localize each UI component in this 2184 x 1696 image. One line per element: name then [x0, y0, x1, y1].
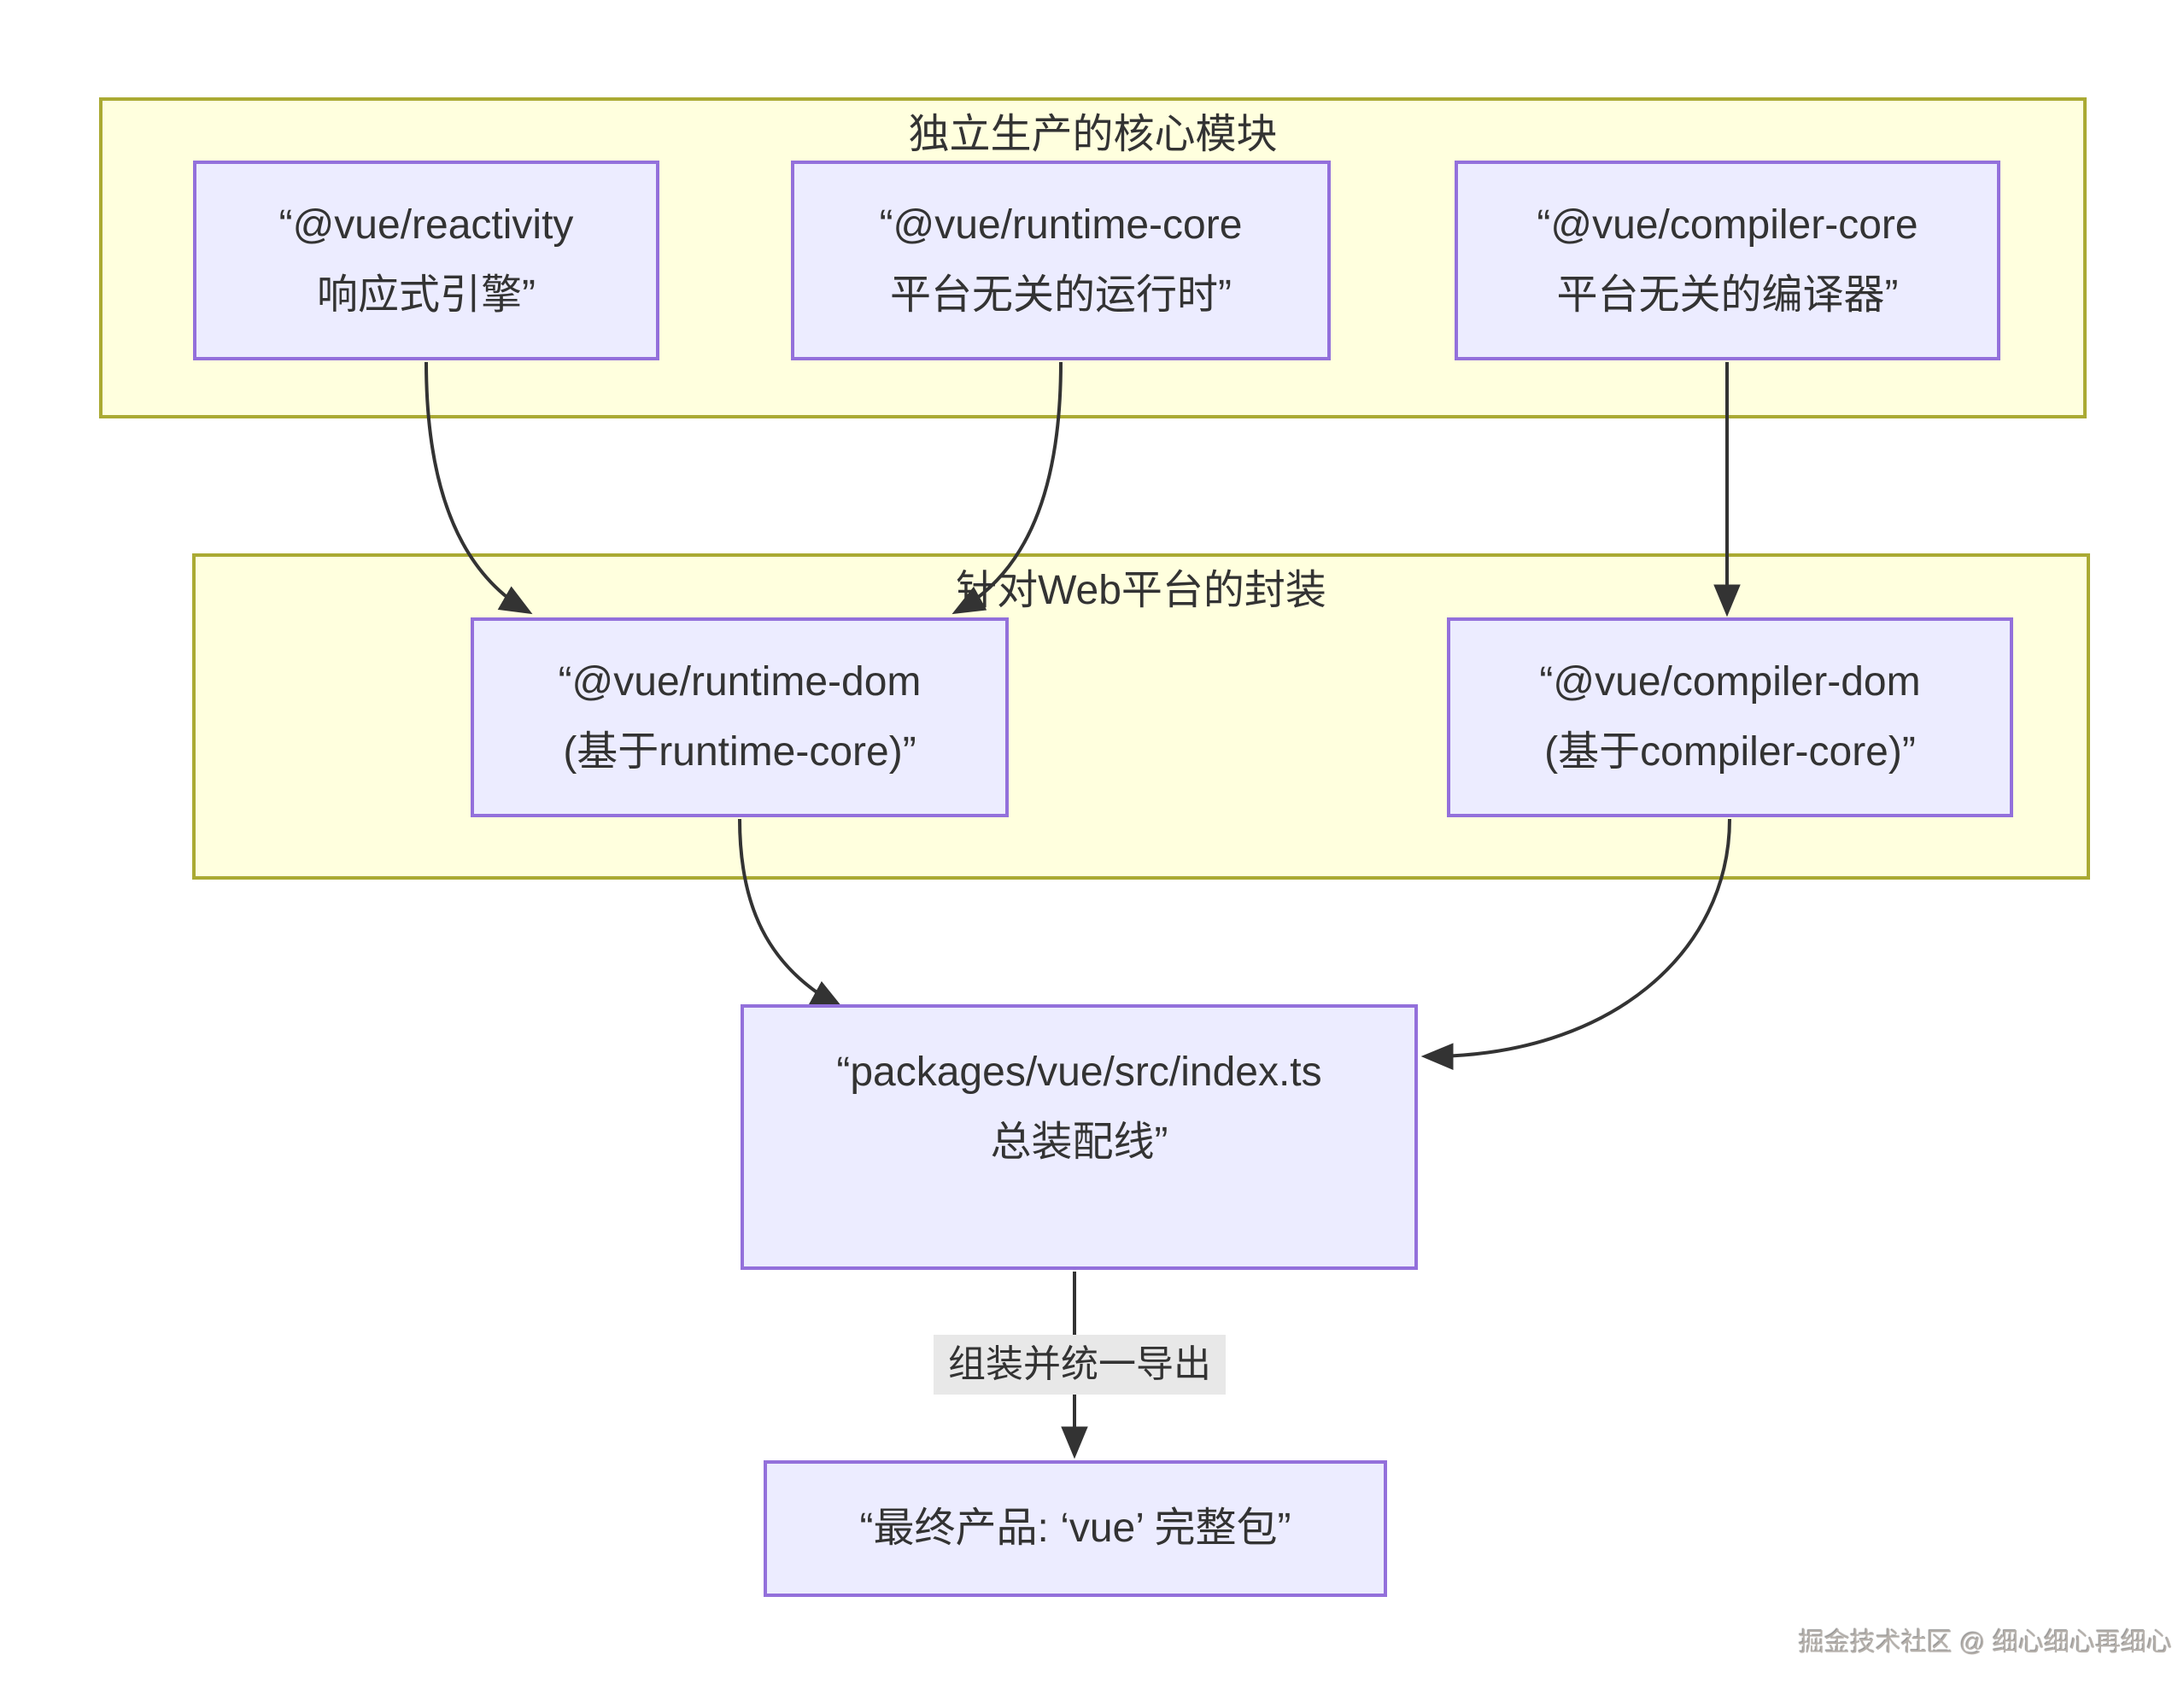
watermark-text: 掘金技术社区 @ 细心细心再细心 [1798, 1629, 2172, 1657]
edge-runtime-core-to-runtime-dom [951, 361, 1063, 615]
cluster-web-platform-title: 针对Web平台的封装 [956, 568, 1326, 613]
node-vue-compiler-core: “@vue/compiler-core 平台无关的编译器” [1455, 161, 2000, 360]
node-assembly-index-ts: “packages/vue/src/index.ts 总装配线” [741, 1004, 1418, 1270]
node-vue-runtime-core-line2: 平台无关的运行时” [890, 272, 1232, 318]
edge-reactivity-to-runtime-dom [425, 361, 533, 615]
node-vue-runtime-dom-line1: “@vue/runtime-dom [558, 659, 922, 705]
node-vue-compiler-dom-line1: “@vue/compiler-dom [1539, 659, 1921, 705]
node-vue-runtime-core: “@vue/runtime-core 平台无关的运行时” [791, 161, 1331, 360]
edge-compiler-dom-to-assembly [1420, 818, 1731, 1070]
edge-runtime-dom-to-assembly [738, 818, 844, 1009]
node-assembly-line1: “packages/vue/src/index.ts [836, 1049, 1322, 1095]
node-vue-reactivity-line1: “@vue/reactivity [278, 202, 574, 248]
node-assembly-line2: 总装配线” [990, 1119, 1168, 1165]
node-vue-compiler-dom: “@vue/compiler-dom (基于compiler-core)” [1447, 617, 2013, 817]
node-vue-compiler-dom-line2: (基于compiler-core)” [1544, 729, 1916, 775]
node-vue-compiler-core-line1: “@vue/compiler-core [1537, 202, 1918, 248]
node-vue-reactivity: “@vue/reactivity 响应式引擎” [193, 161, 659, 360]
node-final-product: “最终产品: ‘vue’ 完整包” [764, 1460, 1387, 1597]
node-vue-runtime-core-line1: “@vue/runtime-core [879, 202, 1243, 248]
node-vue-compiler-core-line2: 平台无关的编译器” [1556, 272, 1899, 318]
node-vue-runtime-dom: “@vue/runtime-dom (基于runtime-core)” [471, 617, 1009, 817]
node-final-product-line1: “最终产品: ‘vue’ 完整包” [859, 1506, 1291, 1551]
edge-label-assemble-export: 组装并统一导出 [934, 1335, 1226, 1395]
node-vue-reactivity-line2: 响应式引擎” [317, 272, 536, 318]
cluster-core-modules-title: 独立生产的核心模块 [908, 112, 1278, 157]
node-vue-runtime-dom-line2: (基于runtime-core)” [563, 729, 916, 775]
